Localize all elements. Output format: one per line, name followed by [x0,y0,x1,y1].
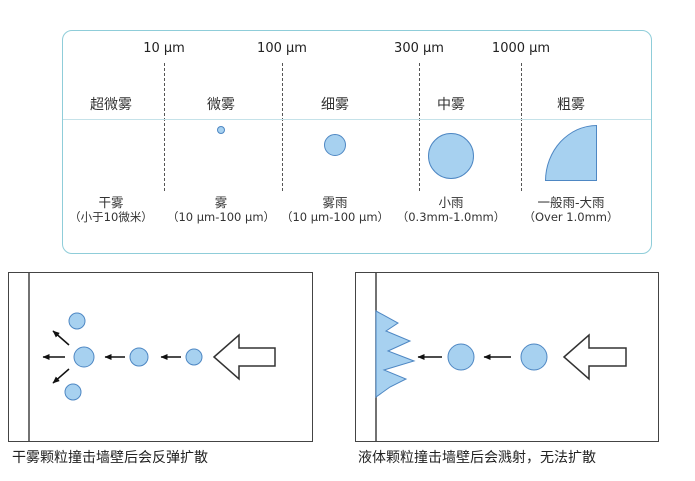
right-panel-caption: 液体颗粒撞击墙壁后会溅射，无法扩散 [358,450,596,466]
particle-circle [185,348,203,366]
category-label: 超微雾 [90,97,132,113]
dry-fog-bounce-drawing [28,273,276,441]
category-label: 微雾 [207,97,235,113]
type-label: 一般雨-大雨 [537,195,605,210]
particle-circle [447,343,475,371]
horizontal-divider-line [63,119,651,120]
size-range-label: （10 μm-100 μm） [280,210,390,224]
type-label: 雾雨 [322,195,348,210]
divider-dashed-line [282,63,283,191]
bounce-arrow [52,368,70,384]
category-label: 粗雾 [557,97,585,113]
size-threshold-label: 10 μm [143,41,185,56]
liquid-splash-panel [355,272,659,442]
size-range-label: （0.3mm-1.0mm） [396,210,506,224]
divider-dashed-line [419,63,420,191]
particle-circle [64,383,82,401]
type-label: 雾 [214,195,228,210]
category-label: 中雾 [437,97,465,113]
bounce-arrow [52,330,70,346]
particle-circle [520,343,548,371]
particle-circle [129,347,149,367]
liquid-splash-drawing [375,273,627,441]
particle-size-shape-coarse [545,125,597,181]
divider-dashed-line [521,63,522,191]
size-range-label: （小于10微米） [69,210,153,224]
size-threshold-label: 300 μm [394,41,444,56]
particle-size-dot-fine [324,134,346,156]
particle-size-dot-micro [217,126,225,134]
category-label: 细雾 [321,97,349,113]
dry-fog-bounce-panel [8,272,313,442]
divider-dashed-line [164,63,165,191]
particle-circle [68,312,86,330]
flow-direction-arrow [562,333,627,381]
type-label: 干雾 [98,195,124,210]
particle-size-dot-medium [428,133,474,179]
splash-shape [375,310,416,398]
size-threshold-label: 1000 μm [491,41,551,56]
type-label: 小雨 [438,195,464,210]
particle-circle [73,346,95,368]
left-panel-caption: 干雾颗粒撞击墙壁后会反弹扩散 [12,450,208,466]
size-range-label: （Over 1.0mm） [523,210,619,224]
size-threshold-label: 100 μm [257,41,307,56]
size-range-label: （10 μm-100 μm） [166,210,276,224]
flow-direction-arrow [212,333,276,381]
fog-classification-chart: 10 μm 100 μm 300 μm 1000 μm 超微雾 微雾 细雾 中雾… [62,30,652,254]
